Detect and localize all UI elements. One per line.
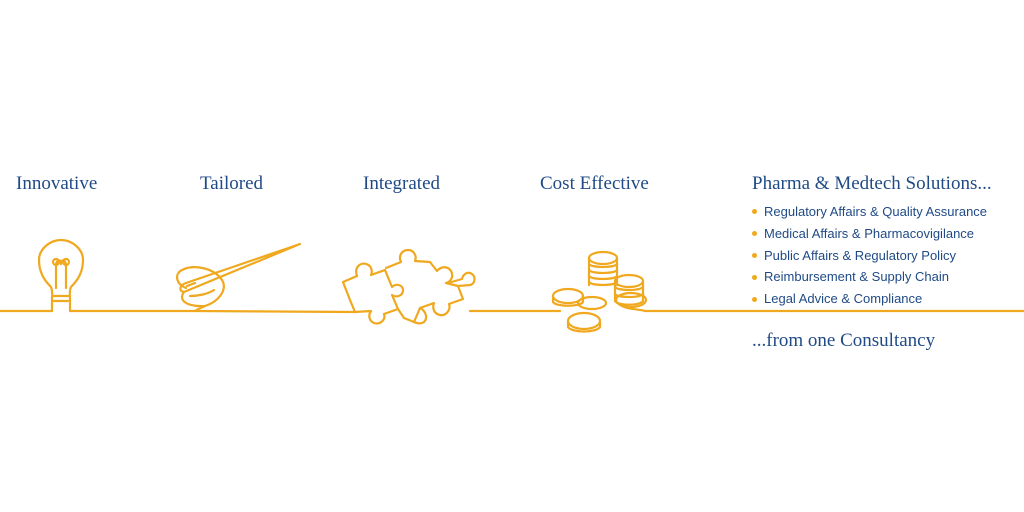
heading-solutions: Pharma & Medtech Solutions...: [752, 173, 992, 194]
heading-cost-effective: Cost Effective: [540, 173, 649, 194]
bullet-icon: [752, 296, 757, 302]
heading-tailored: Tailored: [200, 173, 264, 194]
service-item: Regulatory Affairs & Quality Assurance: [752, 201, 987, 223]
service-item: Medical Affairs & Pharmacovigilance: [752, 223, 987, 245]
puzzle-pieces-icon: [341, 248, 476, 325]
service-item: Reimbursement & Supply Chain: [752, 266, 987, 288]
coin-stacks-icon: [551, 250, 648, 333]
service-label: Medical Affairs & Pharmacovigilance: [764, 225, 975, 241]
bullet-icon: [752, 209, 757, 215]
service-item: Public Affairs & Regulatory Policy: [752, 245, 987, 267]
heading-integrated: Integrated: [363, 173, 441, 194]
needle-and-thread-icon: [176, 242, 302, 313]
service-label: Legal Advice & Compliance: [764, 291, 923, 307]
bullet-icon: [752, 231, 757, 237]
baseline-line: [0, 309, 1024, 314]
bullet-icon: [752, 274, 757, 280]
services-list: Regulatory Affairs & Quality Assurance M…: [752, 201, 987, 310]
service-label: Public Affairs & Regulatory Policy: [764, 247, 956, 263]
bullet-icon: [752, 252, 757, 258]
service-item: Legal Advice & Compliance: [752, 288, 987, 310]
footer-tagline: ...from one Consultancy: [752, 330, 936, 351]
service-label: Regulatory Affairs & Quality Assurance: [764, 204, 988, 219]
service-label: Reimbursement & Supply Chain: [764, 269, 949, 285]
light-bulb-icon: [37, 238, 85, 313]
heading-innovative: Innovative: [16, 173, 98, 194]
